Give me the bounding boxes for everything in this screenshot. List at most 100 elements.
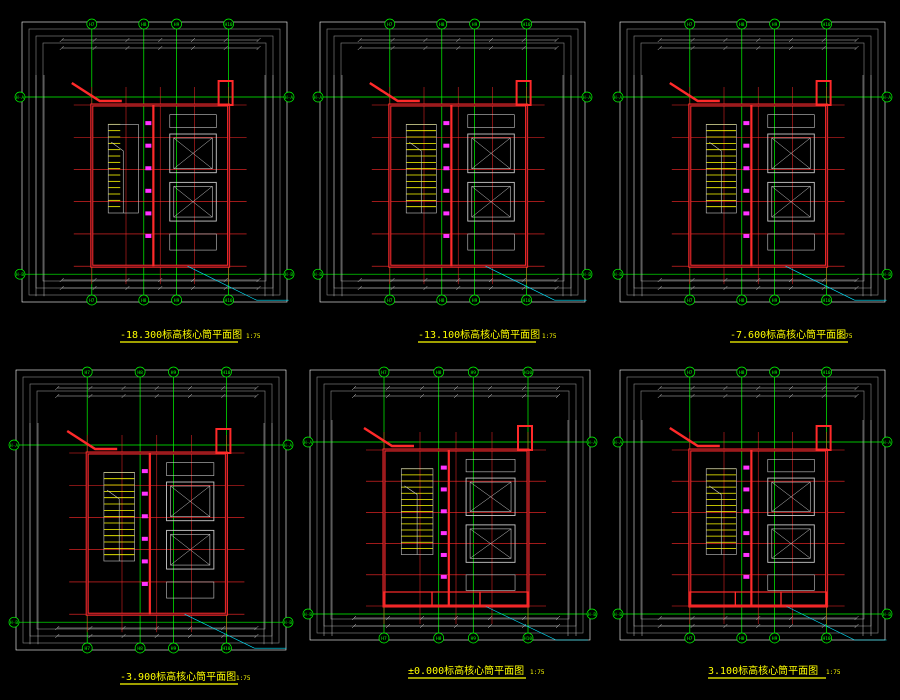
grid-bubble-label: H10 <box>823 370 831 376</box>
stair-arrow <box>709 485 722 555</box>
grid-bubble-label: H9 <box>772 298 778 304</box>
elevator-shaft <box>465 477 516 516</box>
grid-bubble <box>769 632 780 644</box>
panel-title: -18.300标高核心筒平面图 <box>120 328 242 341</box>
dimension-tick <box>521 277 526 283</box>
grid-bubble <box>736 18 748 30</box>
panel-title: ±0.000标高核心筒平面图 <box>408 664 524 677</box>
grid-bubble-label: H10 <box>823 298 831 304</box>
shaft-room <box>169 233 217 251</box>
dimension-tick <box>521 393 527 399</box>
elevator-shaft <box>767 181 815 222</box>
elevator-car <box>471 137 511 170</box>
elevator-cross <box>771 137 811 169</box>
grid-bubble <box>14 268 26 280</box>
grid-bubble-label: H8 <box>436 370 442 376</box>
stair-arrow <box>409 141 422 214</box>
grid-bubble <box>223 18 234 30</box>
grid-bubble <box>581 268 593 280</box>
column-pier <box>517 425 533 451</box>
grid-bubble-label: H10 <box>523 22 531 28</box>
grid-bubble-label: H-A <box>588 440 596 446</box>
grid-bubble <box>736 366 748 378</box>
grid-bubble <box>586 608 598 620</box>
dimension-tick <box>55 393 60 399</box>
grid-bubble-label: H-A <box>284 443 292 449</box>
dimension-tick <box>723 285 728 291</box>
annotation-mark <box>145 211 152 216</box>
elevator-shaft <box>169 181 217 222</box>
elevator-shaft <box>166 529 215 570</box>
dimension-tick <box>385 615 391 621</box>
column-pier <box>815 80 832 106</box>
dimension-tick <box>390 45 395 51</box>
grid-bubble <box>684 294 696 306</box>
dimension-tick <box>723 37 728 43</box>
grid-bubble <box>769 366 780 378</box>
dimension-tick <box>555 615 561 621</box>
elevator-shaft <box>767 133 815 174</box>
dimension-tick <box>190 285 196 291</box>
frame-ring <box>340 42 565 282</box>
grid-bubble <box>302 608 314 620</box>
grid-bubble-label: H9 <box>471 636 477 642</box>
grid-bubble <box>433 632 445 644</box>
dimension-tick <box>256 45 261 51</box>
panel-title: 3.100标高核心筒平面图 <box>708 664 818 677</box>
annotation-mark <box>141 514 148 519</box>
grid-bubble <box>769 18 780 30</box>
dimension-tick <box>125 285 130 291</box>
dimension-tick <box>821 623 826 629</box>
dimension-tick <box>453 385 459 391</box>
dimension-tick <box>223 45 228 51</box>
grid-bubble-label: H10 <box>523 298 531 304</box>
dimension-tick <box>657 385 662 391</box>
frame-ring <box>15 369 287 651</box>
grid-bubble-label: H10 <box>225 298 233 304</box>
dimension-tick <box>521 615 527 621</box>
dimension-tick <box>357 37 362 43</box>
dimension-tick <box>690 45 695 51</box>
grid-bubble <box>436 294 448 306</box>
dimension-tick <box>690 615 695 621</box>
shaft-room <box>169 114 217 128</box>
dimension-tick <box>357 277 362 283</box>
dimension-tick <box>456 285 461 291</box>
elevator-cross <box>170 485 211 517</box>
dimension-tick <box>854 623 859 629</box>
grid-bubble <box>436 18 448 30</box>
dimension-tick <box>690 285 695 291</box>
dimension-tick <box>158 37 163 43</box>
dimension-tick <box>121 385 126 391</box>
panel-scale: 1:75 <box>530 669 545 676</box>
grid-bubble <box>469 18 480 30</box>
panel-scale: 1:75 <box>826 669 841 676</box>
dimension-tick <box>657 277 662 283</box>
grid-bubble <box>612 608 624 620</box>
dimension-tick <box>488 45 494 51</box>
dimension-tick <box>223 277 228 283</box>
dimension-tick <box>554 37 559 43</box>
grid-bubble-label: H8 <box>439 22 445 28</box>
dimension-tick <box>190 37 196 43</box>
grid-bubble-label: H9 <box>174 22 180 28</box>
dimension-tick <box>154 393 159 399</box>
grid-bubble-label: H7 <box>387 298 393 304</box>
grid-bubble-label: H-A <box>314 95 322 101</box>
grid-bubble <box>168 642 179 654</box>
elevator-shaft <box>767 524 815 563</box>
annotation-mark <box>141 581 148 586</box>
dimension-tick <box>657 285 662 291</box>
frame-ring <box>36 390 266 630</box>
panel-title: -7.600标高核心筒平面图 <box>730 328 846 341</box>
annotation-mark <box>743 465 750 470</box>
dimension-tick <box>854 285 859 291</box>
leader-line <box>785 265 855 301</box>
annotation-mark <box>443 121 450 126</box>
dimension-tick <box>92 45 97 51</box>
grid-bubble-label: H9 <box>472 22 478 28</box>
elevator-cross <box>471 186 511 218</box>
grid-bubble-label: H-B <box>10 620 18 626</box>
